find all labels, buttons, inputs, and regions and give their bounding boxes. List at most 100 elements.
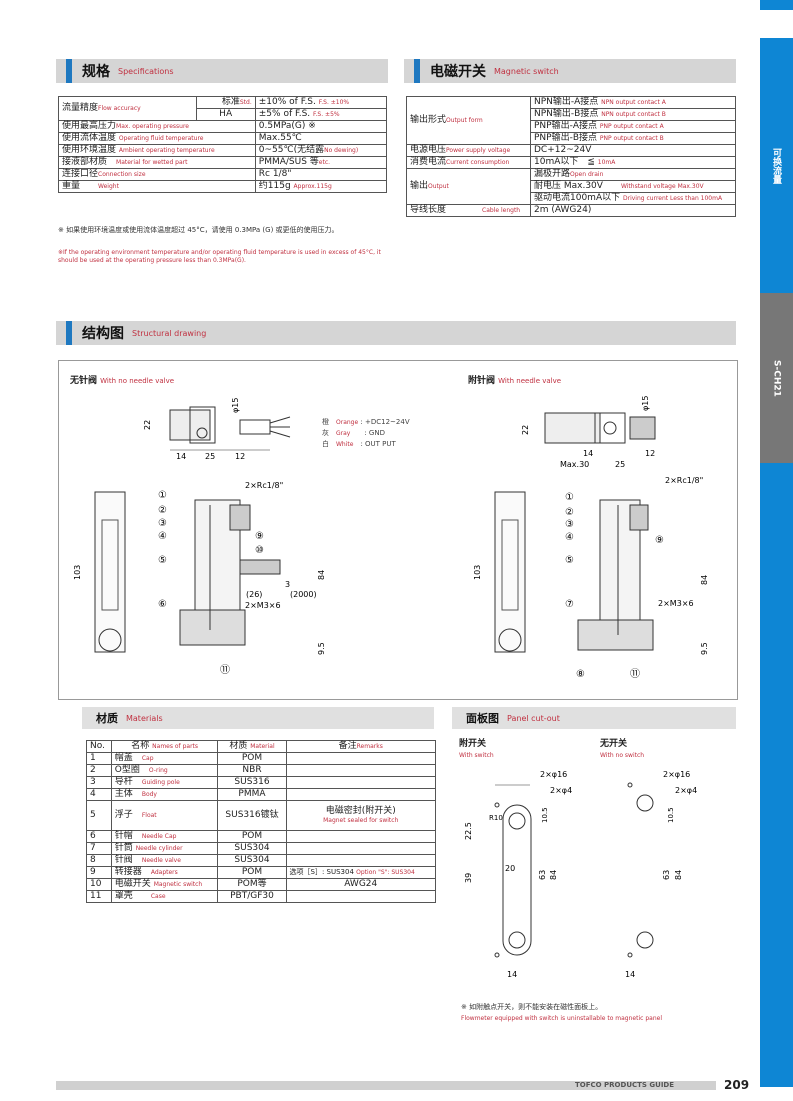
r-front-case	[494, 491, 526, 653]
r-dim-max30: Max.30	[560, 460, 589, 469]
dim-26: (26)	[246, 590, 262, 599]
pn-dim-16: 2×φ16	[663, 770, 690, 779]
dim-22: 22	[143, 420, 152, 430]
callout-11: ⑪	[220, 664, 230, 676]
left-drawing-label: 无针阀 With no needle valve	[70, 376, 175, 386]
r-callout-11: ⑪	[630, 668, 640, 680]
spec-value: 0~55℃(无结露No dewing)	[254, 144, 388, 157]
pn-dim-10_5: 10.5	[667, 807, 675, 823]
pn-hole-top	[636, 794, 654, 812]
materials-header-row: No. 名称 Names of parts 材质 Material 备注Rema…	[86, 740, 436, 753]
materials-header: 材质 Materials	[82, 707, 434, 729]
switch-form: PNP输出-B接点 PNP output contact B	[530, 132, 736, 145]
specs-marker	[66, 59, 72, 83]
r-section-adapter	[629, 504, 649, 531]
pw-dim-r10: R10	[489, 814, 503, 822]
dim-3: 3	[285, 580, 290, 589]
callout-2: ②	[158, 505, 167, 516]
switch-output: 驱动电流100mA以下 Driving current Less than 10…	[530, 192, 736, 205]
switch-output: 耐电压 Max.30V Withstand voltage Max.30V	[530, 180, 736, 193]
specs-title: 规格	[82, 64, 110, 80]
r-dim-25: 25	[615, 460, 625, 469]
pw-dim-20: 20	[505, 864, 515, 873]
wire-legend: 橙 Orange : +DC12~24V 灰 Gray : GND 白 Whit…	[322, 417, 410, 450]
spec-value: PMMA/SUS 等etc.	[254, 156, 388, 169]
col-material: 材质 Material	[217, 740, 287, 753]
spec-sub: HA	[195, 108, 256, 121]
callout-4: ④	[158, 531, 167, 542]
materials-table: No. 名称 Names of parts 材质 Material 备注Rema…	[86, 740, 436, 903]
specs-note-cn: ※ 如果使用环境温度或使用流体温度超过 45°C，请使用 0.3MPa (G) …	[58, 226, 339, 234]
switch-form: PNP输出-A接点 PNP output contact A	[530, 120, 736, 133]
r-dim-14: 14	[583, 449, 593, 458]
col-name: 名称 Names of parts	[110, 740, 219, 753]
pw-dim-22_5: 22.5	[464, 822, 473, 840]
spec-value: Rc 1/8"	[254, 168, 388, 181]
sidebar-tab-category-label: 可换流量	[771, 147, 781, 184]
spec-label: 使用环境温度 Ambient operating temperature	[58, 144, 256, 157]
pw-hole-bottom	[508, 931, 526, 949]
spec-label: 使用流体温度 Operating fluid temperature	[58, 132, 256, 145]
callout-1: ①	[158, 490, 167, 501]
dim-14: 14	[176, 452, 186, 461]
switch-title-en: Magnetic switch	[494, 66, 559, 76]
panel-header: 面板图 Panel cut-out	[452, 707, 736, 729]
structure-frame	[58, 360, 738, 700]
r-section-base	[577, 619, 654, 651]
specs-title-en: Specifications	[118, 66, 174, 76]
left-front-view: 103 2×Rc1/8" 2×M3×6 (26) (2000) 3 84 9.5…	[73, 481, 326, 676]
r-callout-9: ⑨	[655, 535, 664, 546]
materials-title-en: Materials	[126, 713, 163, 723]
spec-value: 约115g Approx.115g	[254, 180, 388, 193]
r-top-port	[603, 421, 617, 435]
panel-note-en: Flowmeter equipped with switch is uninst…	[461, 1015, 662, 1022]
r-top-needle	[629, 416, 656, 440]
sidebar-tab-category[interactable]: 可换流量	[760, 38, 793, 293]
dim-rc: 2×Rc1/8"	[245, 481, 283, 490]
dim-m3: 2×M3×6	[245, 601, 281, 610]
r-callout-8: ⑧	[576, 669, 585, 680]
top-port-circle	[196, 427, 208, 439]
callout-10: ⑩	[255, 545, 264, 556]
front-scale	[101, 519, 119, 611]
r-dim-22: 22	[521, 425, 530, 435]
switch-table: 输出形式Output form NPN输出-A接点 NPN output con…	[406, 96, 736, 217]
right-front-view: 103 2×Rc1/8" 2×M3×6 84 9.5 ① ② ③ ④ ⑤ ⑦ ⑨…	[473, 476, 709, 680]
sidebar-tab-model[interactable]: S-CH21	[760, 293, 793, 463]
page-number: 209	[724, 1078, 750, 1092]
r-top-body	[544, 412, 601, 444]
top-cable-gland	[239, 419, 271, 435]
switch-output: 漏极开路Open drain	[530, 168, 736, 181]
front-bottom-port	[98, 628, 122, 652]
panel-title-en: Panel cut-out	[507, 713, 560, 723]
pw-dim-84: 84	[549, 870, 558, 880]
switch-title: 电磁开关	[430, 64, 486, 80]
r-callout-7: ⑦	[565, 599, 574, 610]
callout-9: ⑨	[255, 531, 264, 542]
r-callout-1: ①	[565, 492, 574, 503]
specs-table: 流量精度Flow accuracy 标准Std. ±10% of F.S. F.…	[58, 96, 388, 193]
pw-dim-10_5: 10.5	[541, 807, 549, 823]
wire-orange: 橙 Orange : +DC12~24V	[322, 418, 410, 426]
pw-screw	[494, 952, 500, 958]
pw-dim-63: 63	[538, 870, 547, 880]
callout-5: ⑤	[158, 555, 167, 566]
dim-9_5: 9.5	[317, 642, 326, 655]
structure-header: 结构图 Structural drawing	[56, 321, 736, 345]
spec-label: 连接口径Connection size	[58, 168, 256, 181]
r-dim-103: 103	[473, 565, 482, 580]
pw-dim-39: 39	[464, 873, 473, 883]
specs-note-en: ※If the operating environment temperatur…	[58, 249, 381, 264]
r-dim-phi15: φ15	[641, 396, 650, 411]
callout-6: ⑥	[158, 599, 167, 610]
spec-label: 接液部材质 Material for wetted part	[58, 156, 256, 169]
wire-line	[269, 416, 291, 424]
r-dim-rc: 2×Rc1/8"	[665, 476, 703, 485]
spec-label: 使用最高压力Max. operating pressure	[58, 120, 256, 133]
switch-value: 2m (AWG24)	[530, 204, 736, 217]
